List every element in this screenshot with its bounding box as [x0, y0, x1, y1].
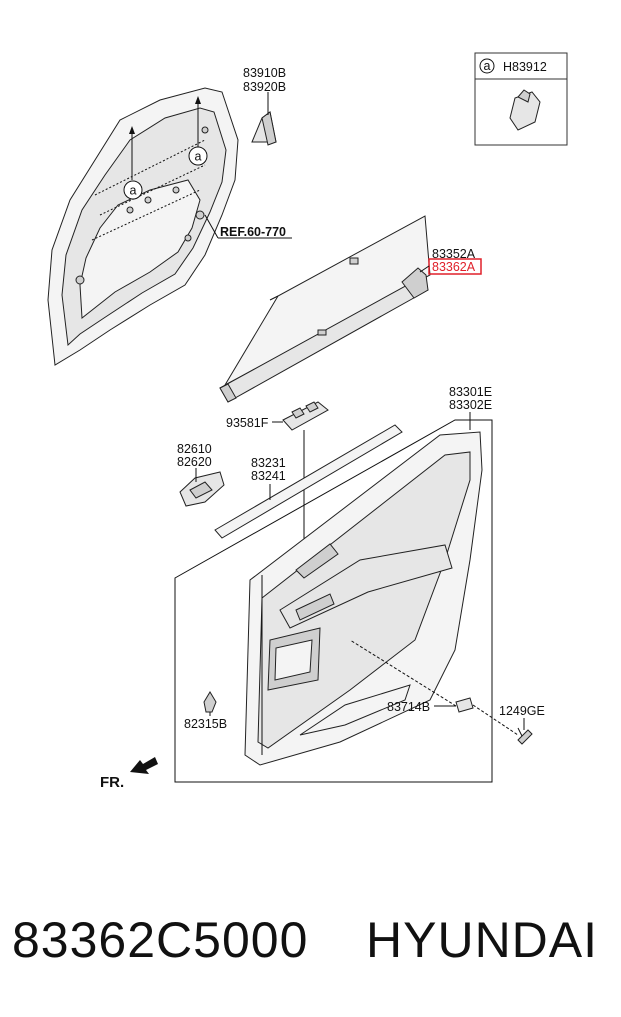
- callout-83302E: 83302E: [449, 398, 492, 412]
- callout-83241: 83241: [251, 469, 286, 483]
- parts-diagram: a a REF.60-770 83910B 83920B a H83912 83…: [47, 52, 568, 791]
- corner-trim-part: [251, 111, 277, 146]
- trim-panel-boundary: [174, 419, 493, 783]
- front-label: FR.: [100, 774, 124, 791]
- legend-box: a H83912: [474, 52, 568, 146]
- callout-82610: 82610: [177, 442, 212, 456]
- callout-83301E: 83301E: [449, 385, 492, 399]
- sunshade-assembly: [219, 215, 431, 403]
- door-frame: [47, 87, 239, 366]
- legend-part-number: H83912: [503, 60, 547, 74]
- screw-cap: [455, 697, 474, 713]
- trim-clip: [203, 691, 217, 713]
- brand-name: HYUNDAI: [366, 912, 599, 968]
- callout-83714B: 83714B: [387, 700, 430, 714]
- callout-83362A-highlighted: 83362A: [432, 260, 476, 274]
- callout-1249GE: 1249GE: [499, 704, 545, 718]
- callout-82315B: 82315B: [184, 717, 227, 731]
- callout-93581F: 93581F: [226, 416, 269, 430]
- marker-a-1-label: a: [130, 184, 137, 198]
- marker-a-2: a: [188, 146, 208, 166]
- ref-label: REF.60-770: [220, 225, 286, 239]
- callout-83352A: 83352A: [432, 247, 476, 261]
- callout-83231: 83231: [251, 456, 286, 470]
- callout-83920B: 83920B: [243, 80, 286, 94]
- callout-82620: 82620: [177, 455, 212, 469]
- legend-marker: a: [484, 59, 491, 73]
- marker-a-2-label: a: [195, 150, 202, 164]
- front-arrow-icon: [130, 757, 158, 774]
- door-trim-panel: [244, 431, 483, 766]
- part-number: 83362C5000: [12, 912, 309, 968]
- inside-handle: [179, 471, 225, 507]
- power-window-switch: [282, 401, 329, 431]
- callout-83910B: 83910B: [243, 66, 286, 80]
- belt-weatherstrip: [214, 424, 403, 539]
- marker-a-1: a: [123, 180, 143, 200]
- screw: [517, 727, 533, 745]
- footer: 83362C5000 HYUNDAI: [0, 900, 621, 980]
